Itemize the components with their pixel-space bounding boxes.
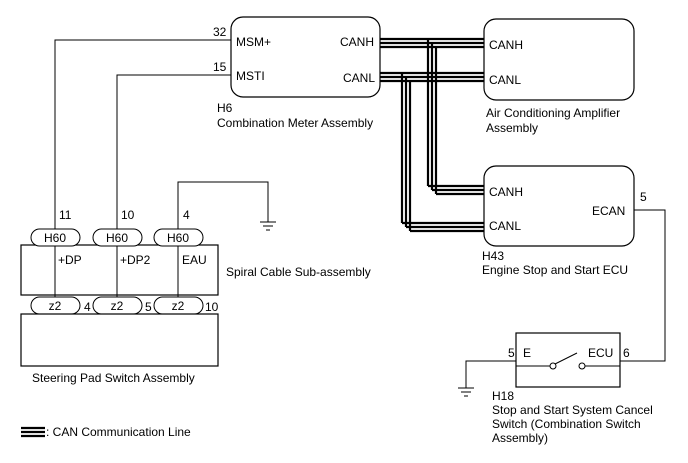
ac-name-line2: Assembly — [486, 121, 538, 135]
spiral-top-pin-4: 4 — [183, 208, 190, 222]
ecu-pin-canh: CANH — [489, 185, 523, 199]
meter-pin-num-15: 15 — [213, 60, 227, 74]
connector-h60-3 — [153, 228, 204, 247]
can-bus-lines — [380, 37, 484, 233]
connector-z2-1-label: z2 — [49, 299, 62, 313]
connector-h60-2-label: H60 — [106, 231, 128, 245]
meter-pin-msti: MSTI — [236, 69, 265, 83]
legend-text: : CAN Communication Line — [46, 425, 191, 439]
wire-msti — [116, 74, 231, 231]
spiral-bottom-pin-4: 4 — [84, 300, 91, 314]
spiral-signal-eau: EAU — [182, 253, 207, 267]
cancel-switch-code: H18 — [492, 389, 514, 403]
ac-pin-canh: CANH — [489, 38, 523, 52]
ac-name-line1: Air Conditioning Amplifier — [486, 106, 620, 120]
spiral-cable-name: Spiral Cable Sub-assembly — [226, 265, 371, 279]
cancel-switch-name-line2: Switch (Combination Switch — [492, 417, 641, 431]
meter-pin-msm-plus: MSM+ — [236, 35, 271, 49]
legend-can-line-symbol — [21, 426, 45, 438]
cancel-pin-e: E — [523, 346, 531, 360]
meter-pin-canl: CANL — [343, 71, 375, 85]
meter-code: H6 — [217, 101, 233, 115]
meter-pin-canh: CANH — [340, 35, 374, 49]
cancel-pin-num-6: 6 — [623, 346, 630, 360]
spiral-top-pin-11: 11 — [59, 208, 72, 222]
meter-pin-num-32: 32 — [213, 25, 227, 39]
spiral-top-pin-10: 10 — [121, 208, 135, 222]
cancel-pin-num-5: 5 — [508, 346, 515, 360]
cancel-switch-name-line3: Assembly) — [492, 431, 548, 445]
ecu-pin-canl: CANL — [489, 219, 521, 233]
wire-msm-plus — [54, 39, 231, 231]
wire-cancel-ground — [465, 360, 516, 388]
ground-symbol — [260, 221, 276, 231]
ground-symbol-2 — [458, 387, 474, 397]
connector-h60-3-label: H60 — [167, 231, 189, 245]
wire-ecan — [620, 209, 666, 362]
ac-pin-canl: CANL — [489, 73, 521, 87]
connector-z2-3-label: z2 — [172, 299, 185, 313]
connector-z2-2-label: z2 — [111, 299, 124, 313]
ecu-pin-ecan: ECAN — [592, 204, 625, 218]
ac-amplifier-box — [483, 18, 635, 101]
steering-pad-switch-box — [20, 313, 219, 367]
ecu-pin-num-5: 5 — [640, 190, 647, 204]
meter-name: Combination Meter Assembly — [217, 116, 373, 130]
spiral-bottom-pin-5: 5 — [145, 300, 152, 314]
spiral-signal-dp2: +DP2 — [120, 253, 151, 267]
cancel-switch-box — [515, 332, 621, 388]
connector-h60-1-label: H60 — [44, 231, 66, 245]
steering-pad-name: Steering Pad Switch Assembly — [32, 371, 195, 385]
ecu-name: Engine Stop and Start ECU — [482, 263, 628, 277]
engine-stop-start-ecu-box — [483, 165, 635, 247]
spiral-signal-dp: +DP — [58, 253, 82, 267]
wire-eau-ground — [177, 181, 269, 231]
connector-h60-1 — [30, 228, 81, 247]
cancel-switch-name-line1: Stop and Start System Cancel — [492, 403, 653, 417]
ecu-code: H43 — [482, 249, 504, 263]
combination-meter-box — [230, 16, 381, 98]
switch-symbol — [516, 352, 620, 370]
connector-h60-2 — [92, 228, 143, 247]
cancel-pin-ecu: ECU — [588, 346, 613, 360]
spiral-bottom-pin-10: 10 — [205, 300, 219, 314]
